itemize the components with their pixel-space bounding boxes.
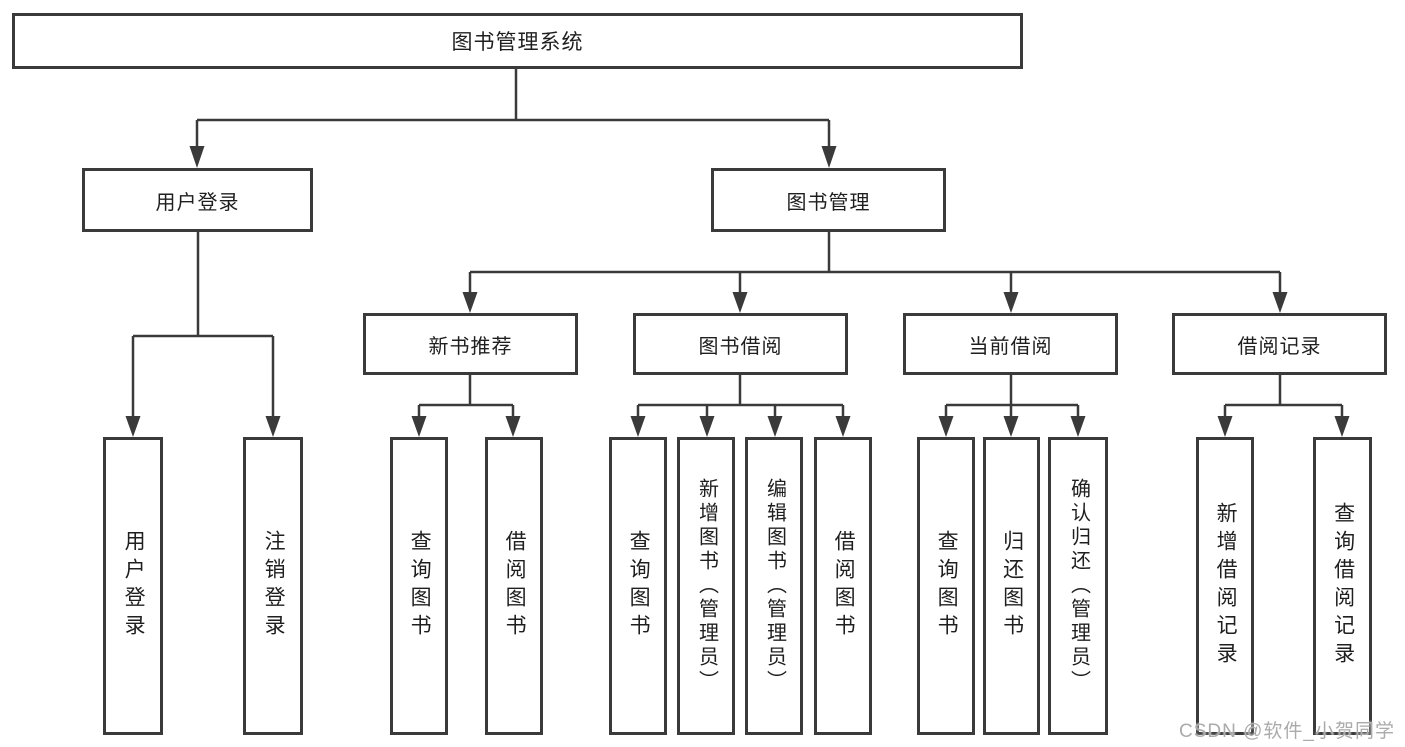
connector-new-book-rec-children [411, 375, 521, 437]
leaf-query-books-borrowing: 查询图书 [609, 437, 667, 735]
arrowhead [1003, 292, 1019, 313]
connector-current-borrow-children [938, 375, 1086, 437]
arrowhead [1217, 416, 1233, 437]
leaf-query-borrow-record: 查询借阅记录 [1313, 437, 1372, 735]
node-new-book-recommendation: 新书推荐 [363, 313, 578, 375]
arrowhead [1070, 416, 1086, 437]
connector-root-to-level2 [189, 69, 837, 168]
node-book-borrowing: 图书借阅 [633, 313, 848, 375]
node-borrowing-records: 借阅记录 [1172, 313, 1387, 375]
arrowhead [1334, 416, 1350, 437]
arrowhead [189, 146, 205, 168]
leaf-borrow-books-recommendation: 借阅图书 [485, 437, 543, 735]
node-library-management-system: 图书管理系统 [12, 13, 1023, 69]
node-current-borrowing: 当前借阅 [903, 313, 1118, 375]
leaf-query-books-current: 查询图书 [917, 437, 975, 735]
arrowhead [821, 146, 837, 168]
leaf-user-login: 用户登录 [103, 437, 163, 735]
arrowhead [630, 416, 646, 437]
arrowhead [125, 416, 141, 437]
connector-book-borrow-children [630, 375, 851, 437]
arrowhead [835, 416, 851, 437]
arrowhead [699, 416, 715, 437]
leaf-borrow-books: 借阅图书 [814, 437, 872, 735]
connector-borrow-records-children [1217, 375, 1350, 437]
leaf-edit-books-admin: 编辑图书（管理员） [745, 437, 803, 735]
leaf-logout: 注销登录 [243, 437, 303, 735]
arrowhead [505, 416, 521, 437]
csdn-watermark: CSDN @软件_小贺同学 [1179, 721, 1395, 742]
leaf-add-borrow-record: 新增借阅记录 [1196, 437, 1254, 735]
arrowhead [1003, 416, 1019, 437]
connector-user-login-branch [125, 232, 281, 437]
leaf-confirm-return-admin: 确认归还（管理员） [1048, 437, 1108, 735]
connector-book-mgmt-to-level3 [462, 232, 1288, 313]
arrowhead [767, 416, 783, 437]
node-user-login-branch: 用户登录 [82, 168, 313, 232]
leaf-return-books: 归还图书 [983, 437, 1040, 735]
arrowhead [411, 416, 427, 437]
arrowhead [938, 416, 954, 437]
leaf-add-books-admin: 新增图书（管理员） [677, 437, 735, 735]
arrowhead [1272, 292, 1288, 313]
arrowhead [462, 292, 478, 313]
arrowhead [265, 416, 281, 437]
leaf-query-books-recommendation: 查询图书 [390, 437, 448, 735]
node-book-management: 图书管理 [711, 168, 946, 232]
arrowhead [732, 292, 748, 313]
